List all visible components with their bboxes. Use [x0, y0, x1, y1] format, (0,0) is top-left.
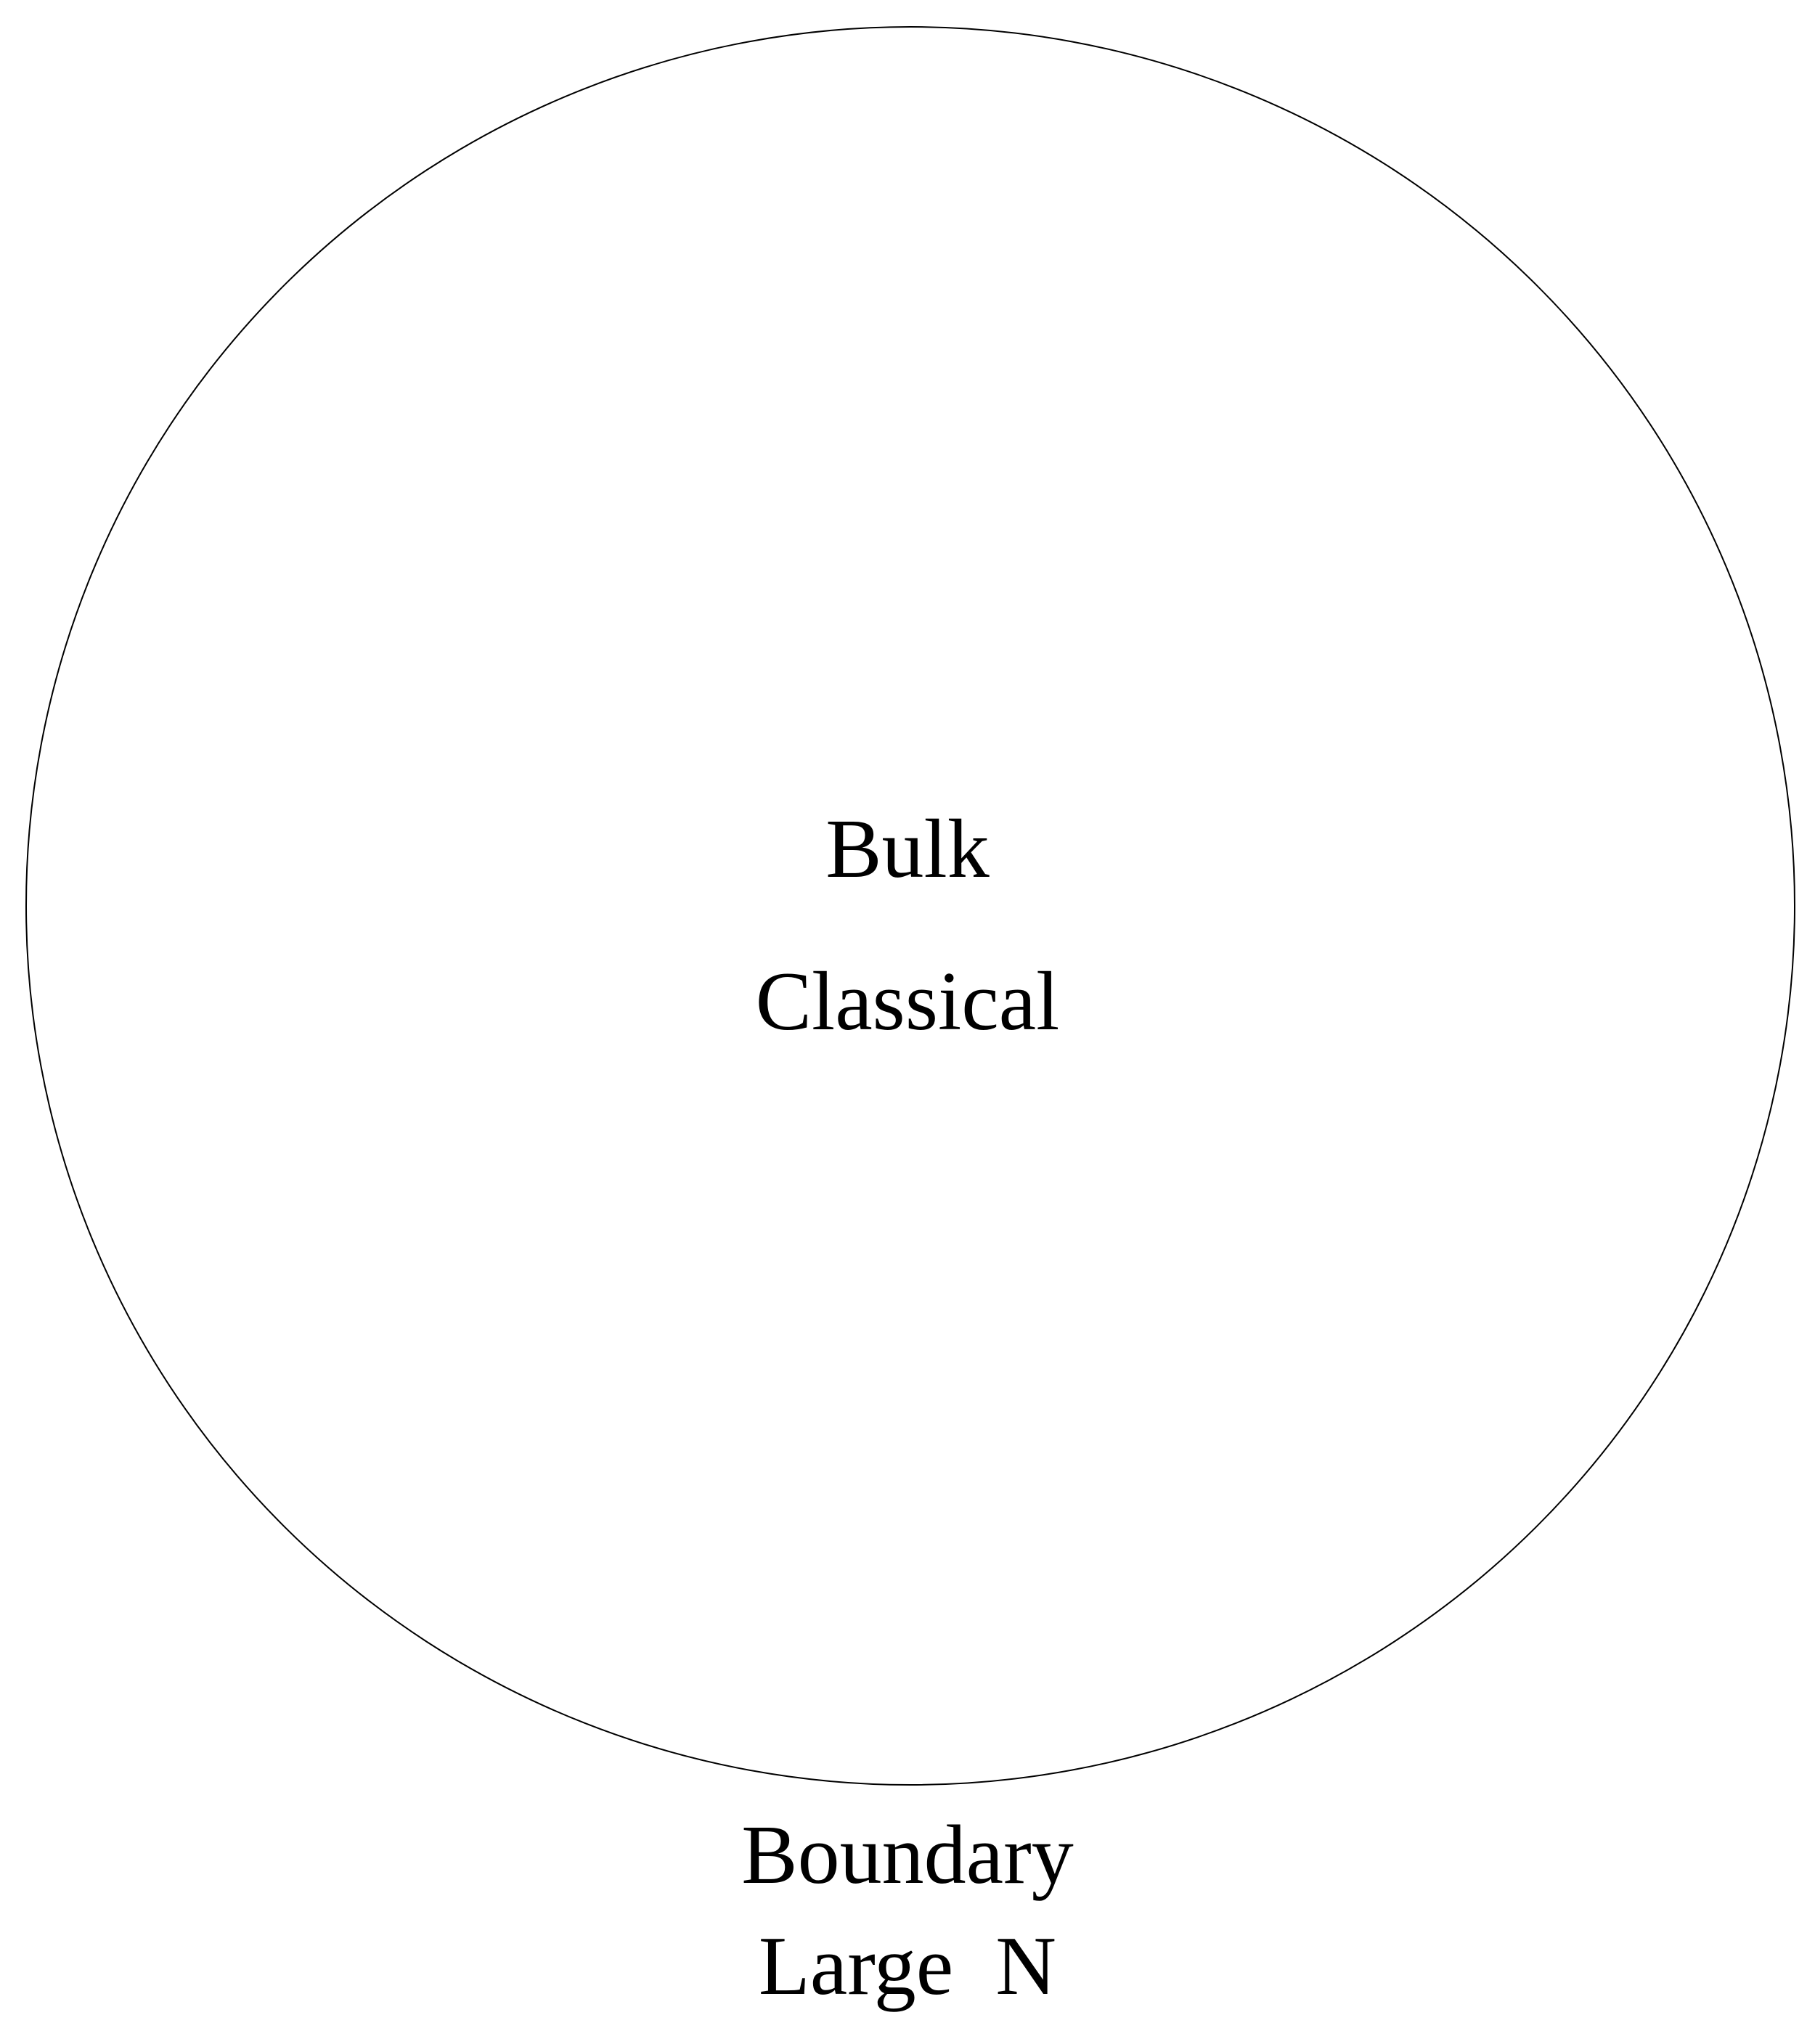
- classical-label: Classical: [755, 955, 1060, 1048]
- boundary-label: Boundary: [741, 1809, 1074, 1902]
- large-n-label: Large N: [758, 1920, 1057, 2013]
- bulk-circle: [25, 26, 1795, 1786]
- bulk-label: Bulk: [825, 803, 990, 896]
